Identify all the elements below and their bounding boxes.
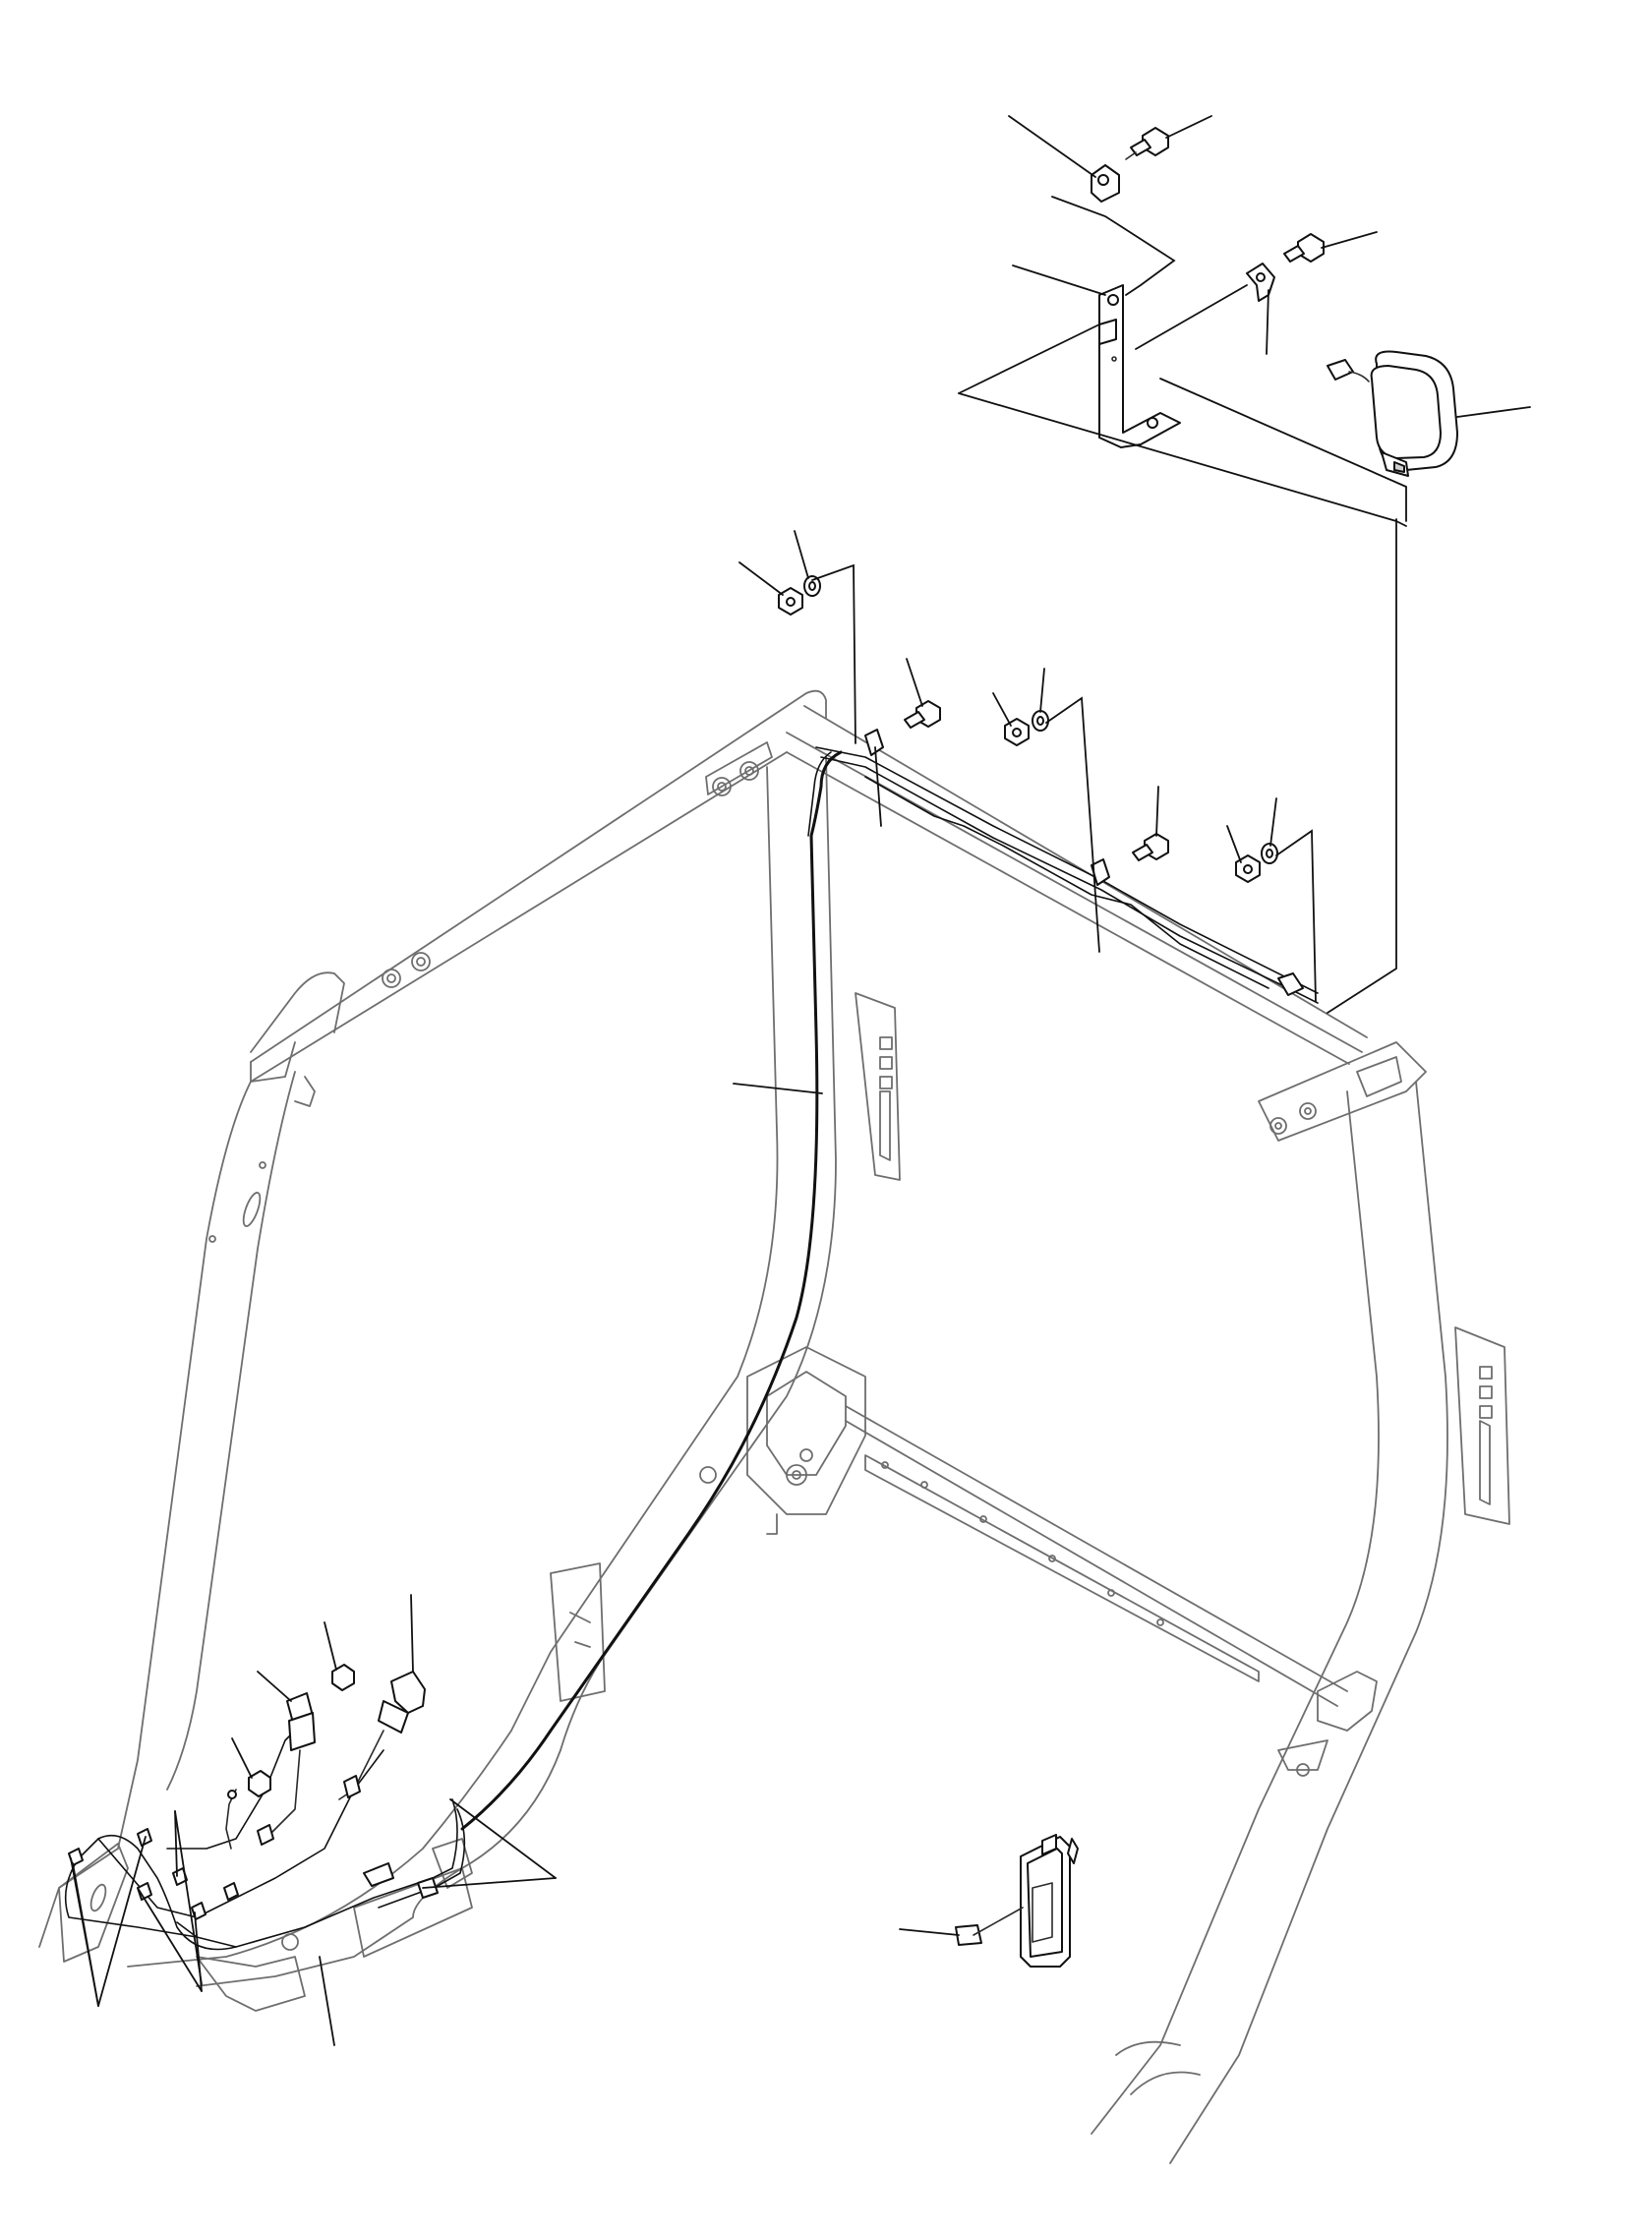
cap-screw-lower: [1283, 233, 1325, 263]
cable-tie: [68, 1828, 239, 1920]
leader-lines: [70, 115, 1531, 2046]
fuse-holder: [1020, 1834, 1079, 1968]
cap-screw-roof: [904, 700, 1169, 861]
pillar-harness: [460, 750, 843, 1831]
lock-washer: [803, 575, 1278, 864]
hex-nut: [778, 587, 1261, 883]
fuse: [955, 1907, 1024, 1946]
hose-clamp-upper: [1091, 164, 1120, 203]
roof-clamp: [864, 729, 1110, 886]
floor-harness: [64, 1730, 466, 1951]
lamp-mount-bracket: [1098, 284, 1181, 448]
cab-frame: [38, 689, 1510, 2164]
work-lamp: [1327, 350, 1458, 477]
hose-clamp-lower: [1246, 263, 1275, 302]
cap-screw-upper: [1125, 127, 1169, 160]
switch-connector: [338, 1671, 426, 1800]
ground-screw: [225, 1664, 355, 1850]
relay: [257, 1692, 316, 1846]
